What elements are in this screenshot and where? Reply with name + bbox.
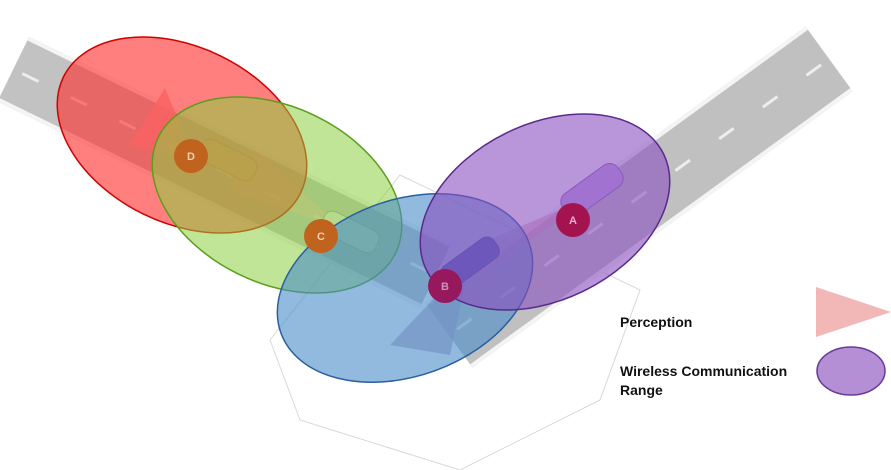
legend-wireless-range-icon: [816, 346, 886, 396]
intersection-outline: [269, 174, 641, 470]
vehicle-marker-d: D: [174, 139, 208, 173]
legend-wireless-label: Wireless Communication Range: [620, 363, 788, 398]
vehicle-marker-a: A: [556, 203, 590, 237]
legend-perception-icon: [816, 287, 891, 337]
range-a: [419, 113, 671, 311]
vehicle-label-a: A: [569, 215, 577, 227]
vehicle-label-c: C: [317, 231, 325, 243]
vehicle-label-d: D: [187, 151, 195, 163]
vehicle-marker-b: B: [428, 269, 462, 303]
vehicle-label-b: B: [441, 281, 449, 293]
legend-perception-label: Perception: [620, 314, 693, 330]
vehicle-marker-c: C: [304, 219, 338, 253]
